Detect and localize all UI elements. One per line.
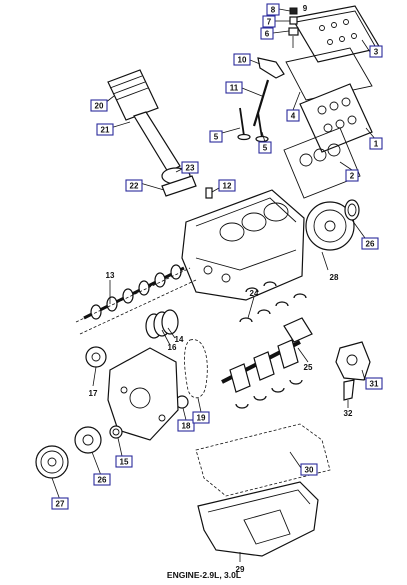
- valve-cover: [291, 5, 381, 63]
- callout-24-label: 24: [250, 289, 259, 298]
- callout-5b: 5: [258, 141, 272, 154]
- callout-23: 23: [181, 161, 199, 174]
- callout-15: 15: [115, 455, 133, 468]
- callout-21-label: 21: [101, 126, 110, 135]
- callout-19-label: 19: [197, 414, 206, 423]
- connecting-rod: [133, 111, 197, 197]
- oil-pan-gasket: [195, 423, 331, 497]
- callout-32: 31: [365, 377, 383, 390]
- callout-31: 30: [300, 463, 318, 476]
- callout-16-label: 16: [168, 343, 177, 352]
- pushrod: [252, 79, 270, 127]
- callout-11: 11: [225, 81, 243, 94]
- callout-29: 28: [330, 273, 339, 282]
- callout-24: 24: [250, 289, 259, 298]
- callout-10: 10: [233, 53, 251, 66]
- callout-20-label: 20: [95, 102, 104, 111]
- callout-18-label: 18: [182, 422, 191, 431]
- callout-26-label: 26: [366, 240, 375, 249]
- lower-bearing-shells: [235, 379, 303, 409]
- callout-15-label: 15: [120, 458, 129, 467]
- callout-14: 14: [175, 335, 184, 344]
- callout-9-label: 9: [303, 4, 308, 13]
- rear-main-seal: [344, 199, 360, 221]
- callout-30: 29: [236, 565, 245, 574]
- callout-14-label: 14: [175, 335, 184, 344]
- flywheel: [305, 201, 355, 251]
- main-bearing-caps: [239, 281, 313, 343]
- callout-22: 22: [125, 179, 143, 192]
- crank-pulley: [35, 445, 69, 479]
- callout-12: 12: [218, 179, 236, 192]
- callout-6: 6: [260, 27, 274, 40]
- callout-20: 20: [90, 99, 108, 112]
- callout-32-label: 31: [370, 380, 379, 389]
- callout-2: 2: [345, 169, 359, 182]
- head-gasket: [283, 127, 361, 199]
- callout-28-label: 27: [56, 500, 65, 509]
- callout-11-label: 11: [230, 84, 239, 93]
- cylinder-head: [299, 83, 373, 153]
- callout-27-label: 26: [98, 476, 107, 485]
- timing-chain: [184, 339, 208, 399]
- cam-bearings: [145, 309, 179, 339]
- callout-17-label: 17: [89, 389, 98, 398]
- callout-19: 19: [192, 411, 210, 424]
- callout-8: 8: [266, 3, 280, 16]
- callout-7-label: 7: [267, 18, 272, 27]
- callout-12-label: 12: [223, 182, 232, 191]
- callout-5a-label: 5: [214, 133, 219, 142]
- callout-33-label: 32: [344, 409, 353, 418]
- callout-3: 3: [369, 45, 383, 58]
- rocker-stud-assembly: [288, 7, 299, 48]
- diagram-caption: ENGINE-2.9L, 3.0L: [167, 570, 241, 580]
- engine-block: [181, 189, 305, 301]
- callout-23-label: 23: [186, 164, 195, 173]
- callout-13-label: 13: [106, 271, 115, 280]
- callout-16: 16: [168, 343, 177, 352]
- callout-2-label: 2: [350, 172, 355, 181]
- callout-22-label: 22: [130, 182, 139, 191]
- callout-25: 25: [304, 363, 313, 372]
- callout-13: 13: [106, 271, 115, 280]
- cam-sprocket: [85, 346, 107, 368]
- rocker-arm: [257, 57, 285, 79]
- callout-7: 7: [262, 15, 276, 28]
- callout-21: 21: [96, 123, 114, 136]
- callout-4-label: 4: [291, 112, 296, 121]
- callout-4: 4: [286, 109, 300, 122]
- callout-33: 32: [344, 409, 353, 418]
- piston: [107, 69, 159, 121]
- callout-26: 26: [361, 237, 379, 250]
- callout-29-label: 28: [330, 273, 339, 282]
- callout-9: 9: [303, 4, 308, 13]
- oil-pump: [335, 341, 371, 401]
- callout-5a: 5: [209, 130, 223, 143]
- callout-5b-label: 5: [263, 144, 268, 153]
- front-cover: [107, 347, 179, 441]
- callout-3-label: 3: [374, 48, 379, 57]
- callout-1-label: 1: [374, 140, 379, 149]
- callout-31-label: 30: [305, 466, 314, 475]
- valves: [237, 107, 269, 143]
- callout-27: 26: [93, 473, 111, 486]
- callout-17: 17: [89, 389, 98, 398]
- callout-1: 1: [369, 137, 383, 150]
- callout-10-label: 10: [238, 56, 247, 65]
- callout-28: 27: [51, 497, 69, 510]
- crankshaft: [221, 339, 301, 393]
- block-dowel: [205, 187, 213, 199]
- vibration-damper: [74, 426, 102, 454]
- valve-cover-gasket: [285, 47, 373, 101]
- oil-pan: [197, 481, 319, 557]
- callout-25-label: 25: [304, 363, 313, 372]
- callout-8-label: 8: [271, 6, 276, 15]
- callout-30-label: 29: [236, 565, 245, 574]
- front-seal: [109, 425, 123, 439]
- callout-18: 18: [177, 419, 195, 432]
- camshaft-outline: [75, 267, 197, 335]
- callout-6-label: 6: [265, 30, 270, 39]
